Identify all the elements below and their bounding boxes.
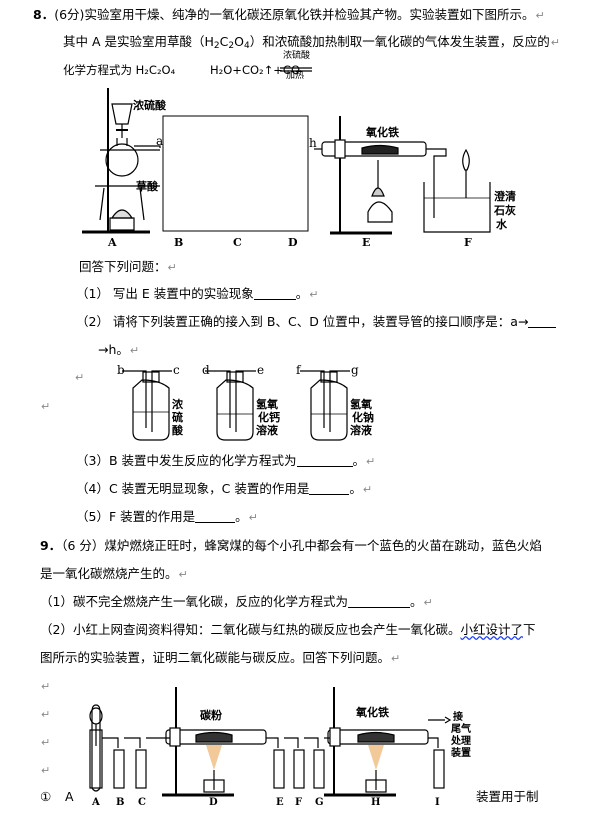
q8-sub2: （2） 请将下列装置正确的接入到 B、C、D 位置中，装置导管的接口顺序是：a→ <box>76 313 557 331</box>
q9-last-text: 装置用于制 <box>476 789 539 804</box>
bottle1-label-3: 酸 <box>172 424 183 437</box>
q9-label-tail-2: 尾气 <box>451 724 471 735</box>
q8-sub3: （3）B 装置中发生反应的化学方程式为。↵ <box>76 453 376 468</box>
q9-sub2-cont: 图所示的实验装置，证明二氧化碳能与碳反应。回答下列问题。↵ <box>40 650 401 665</box>
q8-station-e: E <box>362 236 371 249</box>
bottle3-in: f <box>296 363 301 377</box>
q8-sub1-blank[interactable] <box>253 299 296 300</box>
q8-port-a: a <box>156 134 164 148</box>
q9-sub2: （2）小红上网查阅资料得知：二氧化碳与红热的碳反应也会产生一氧化碳。小红设计了下 <box>40 622 536 637</box>
q9-station-b: B <box>116 797 125 808</box>
q9-label-tail-3: 处理 <box>451 736 471 747</box>
q8-number: 8 <box>33 7 42 22</box>
q8-equation-reactant: 化学方程式为 H₂C₂O₄ <box>63 63 176 77</box>
bottle2-label-1: 氢氧 <box>256 398 278 411</box>
q9-last-num: ① <box>40 789 52 804</box>
q9-line1: 9．（6 分）煤炉燃烧正旺时，蜂窝煤的每个小孔中都会有一个蓝色的火苗在跳动，蓝色… <box>40 538 542 553</box>
bottle1-label-2: 硫 <box>172 411 183 424</box>
q8-station-b: B <box>174 236 184 249</box>
q8-port-h: h <box>309 136 317 150</box>
bottle2-out: e <box>257 363 265 377</box>
q9-label-iron-oxide: 氧化铁 <box>356 706 389 719</box>
q9-sub1: （1）碳不完全燃烧产生一氧化碳，反应的化学方程式为。↵ <box>40 594 433 609</box>
q8-eq-condition-bottom: 加热 <box>286 71 305 81</box>
bottle3-label-1: 氢氧 <box>350 398 372 411</box>
q8-sub5: （5）F 装置的作用是。↵ <box>76 509 258 524</box>
q8-label-iron-oxide: 氧化铁 <box>366 126 399 139</box>
q9-score: （6 分） <box>61 538 105 553</box>
q9-station-c: C <box>138 797 146 808</box>
bottle1-in: b <box>117 363 125 377</box>
q8-label-oxalic: 草酸 <box>136 180 158 193</box>
q8-line2: 其中 A 是实验室用草酸（H2C2O4）和浓硫酸加热制取一氧化碳的气体发生装置，… <box>63 34 560 51</box>
q8-sub4: （4）C 装置无明显现象，C 装置的作用是。↵ <box>76 481 373 496</box>
q8-line1: 8．(6分)实验室用干燥、纯净的一氧化碳还原氧化铁并检验其产物。实验装置如下图所… <box>33 7 545 22</box>
q8-station-a: A <box>108 236 117 249</box>
q9-label-carbon: 碳粉 <box>200 709 222 722</box>
bottle2-label-3: 溶液 <box>256 424 278 437</box>
bottle3-label-2: 化钠 <box>352 411 374 424</box>
q9-label-tail-1: 接 <box>453 712 463 723</box>
q9-station-h: H <box>371 797 381 808</box>
q8-station-c: C <box>233 236 242 249</box>
q8-label-limewater-2: 石灰 <box>494 204 516 217</box>
q8-sub3-blank[interactable] <box>296 466 353 467</box>
q9-station-d: D <box>209 797 218 808</box>
q8-eq-condition-top: 浓硫酸 <box>283 51 311 61</box>
q8-equation-products: H₂O+CO₂↑+CO <box>210 63 300 77</box>
q9-number: 9 <box>40 538 49 553</box>
q9-station-a: A <box>92 797 100 808</box>
q8-station-f: F <box>464 236 472 249</box>
q8-sub5-blank[interactable] <box>195 522 236 523</box>
q8-line1-text: 实验室用干燥、纯净的一氧化碳还原氧化铁并检验其产物。实验装置如下图所示。 <box>84 7 535 22</box>
q9-station-g: G <box>315 797 324 808</box>
bottle2-in: d <box>202 363 210 377</box>
q9-last-a: A <box>65 789 74 804</box>
bottle3-label-3: 溶液 <box>350 424 372 437</box>
q9-station-i: I <box>435 797 440 808</box>
q8-answer-prompt: 回答下列问题：↵ <box>79 259 177 274</box>
q8-sub4-blank[interactable] <box>309 494 350 495</box>
q8-label-limewater-1: 澄清 <box>494 190 516 203</box>
q9-station-e: E <box>276 797 284 808</box>
q9-apparatus-figure <box>89 687 452 797</box>
q8-station-d: D <box>288 236 298 249</box>
q8-sub2-cont: →h。↵ <box>98 342 140 357</box>
q8-wash-bottles <box>122 370 350 441</box>
bottle1-label-1: 浓 <box>172 398 183 411</box>
bottle1-out: c <box>173 363 180 377</box>
bottle2-label-2: 化钙 <box>258 411 280 424</box>
q8-sub2-blank[interactable] <box>528 327 557 328</box>
bottle3-out: g <box>351 363 359 377</box>
q9-sub1-blank[interactable] <box>347 607 410 608</box>
q8-score: (6分) <box>54 7 85 22</box>
q8-label-conc-sulfuric: 浓硫酸 <box>133 99 166 112</box>
q9-station-f: F <box>295 797 303 808</box>
q8-sub1: （1） 写出 E 装置中的实验现象。↵ <box>76 286 319 301</box>
q8-line3: 化学方程式为 H₂C₂O₄ <box>63 61 175 79</box>
q9-label-tail-4: 装置 <box>451 748 471 759</box>
q9-line2: 是一氧化碳燃烧产生的。↵ <box>40 566 188 581</box>
q8-label-limewater-3: 水 <box>496 218 507 231</box>
